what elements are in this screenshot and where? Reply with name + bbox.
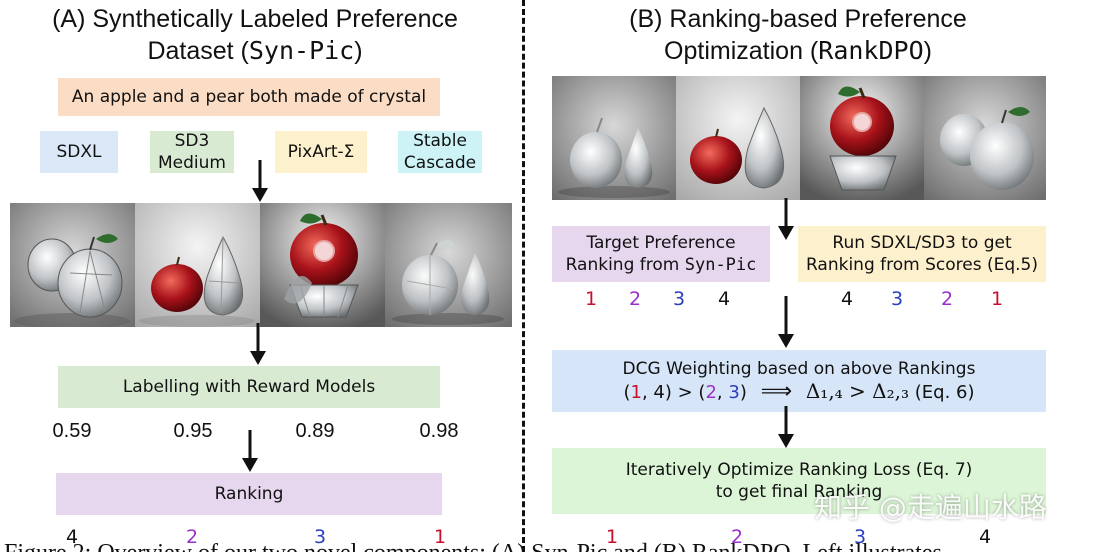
target-line2-code: Syn-Pic [684, 255, 757, 275]
model-pixart-label: PixArt-Σ [287, 142, 355, 162]
dcg-mid: , 4) > ( [641, 382, 706, 403]
left-title-line1: (A) Synthetically Labeled Preference [52, 5, 458, 33]
left-rank-0: 4 [65, 526, 79, 548]
final-rank-1: 2 [730, 526, 744, 548]
model-sd3-line2: Medium [158, 153, 226, 173]
run-rank-1: 3 [890, 288, 904, 310]
dcg-math: Δ₁,₄ > Δ₂,₃ [805, 379, 910, 403]
dcg-line1: DCG Weighting based on above Rankings [622, 359, 976, 379]
run-line1: Run SDXL/SD3 to get [832, 233, 1012, 253]
image-r1-crystal-pair [552, 76, 676, 200]
left-title-code: Syn-Pic [248, 36, 355, 65]
model-cascade-line1: Stable [413, 131, 467, 151]
arrow-images-to-rankings [778, 198, 794, 240]
left-title: (A) Synthetically Labeled Preference Dat… [0, 4, 510, 67]
image-sd3-apple-pear [135, 203, 260, 327]
opt-line2: to get final Ranking [715, 482, 883, 502]
right-image-strip [552, 76, 1046, 200]
ranking-box: Ranking [56, 473, 442, 515]
target-rank-3: 4 [717, 288, 731, 310]
prompt-text: An apple and a pear both made of crystal [71, 87, 427, 107]
figure-caption: Figure 2: Overview of our two novel comp… [4, 540, 1114, 552]
target-line1: Target Preference [586, 233, 736, 253]
right-title-prefix: Optimization ( [664, 37, 819, 65]
image-r2-apple-pear [676, 76, 800, 200]
left-title-suffix: ) [354, 37, 363, 65]
dcg-paren-open: ( [623, 382, 631, 403]
target-line2: Ranking from Syn-Pic [566, 254, 757, 276]
arrow-dcg-to-optimize [778, 406, 794, 448]
dcg-paren-close: ) [739, 382, 747, 403]
left-rank-2: 3 [313, 526, 327, 548]
right-title-code: RankDPO [818, 36, 924, 65]
right-title-suffix: ) [923, 37, 932, 65]
dcg-two: 2 [705, 382, 717, 403]
opt-line1: Iteratively Optimize Ranking Loss (Eq. 7… [625, 460, 973, 480]
right-title-line1: (B) Ranking-based Preference [629, 5, 967, 33]
watermark: 知乎 @走遍山水路 [814, 491, 1047, 524]
score-cascade: 0.98 [419, 420, 459, 442]
dcg-implies: ⟹ [760, 379, 793, 404]
left-title-line2: Dataset (Syn-Pic) [0, 35, 510, 67]
target-rank-1: 2 [628, 288, 642, 310]
run-rank-3: 1 [990, 288, 1004, 310]
labelling-box: Labelling with Reward Models [58, 366, 440, 408]
model-sd3-line1: SD3 [174, 131, 210, 151]
model-sdxl-label: SDXL [56, 142, 102, 162]
run-rank-2: 2 [940, 288, 954, 310]
left-title-prefix: Dataset ( [147, 37, 249, 65]
arrow-images-to-labelling [250, 323, 266, 365]
left-rank-1: 2 [185, 526, 199, 548]
left-rank-3: 1 [433, 526, 447, 548]
model-sdxl: SDXL [40, 131, 118, 173]
section-divider [522, 0, 525, 552]
image-pixart-apple-bowl [260, 203, 385, 327]
right-title-line2: Optimization (RankDPO) [538, 35, 1058, 67]
target-line2-prefix: Ranking from [565, 255, 685, 275]
optimize-ranking-box: Iteratively Optimize Ranking Loss (Eq. 7… [552, 448, 1046, 514]
arrow-rankings-to-dcg [778, 296, 794, 348]
target-rank-2: 3 [672, 288, 686, 310]
labelling-text: Labelling with Reward Models [122, 377, 376, 397]
dcg-three: 3 [728, 382, 740, 403]
arrow-labelling-to-ranking [242, 430, 258, 472]
ranking-text: Ranking [214, 484, 284, 504]
run-line2: Ranking from Scores (Eq.5) [805, 255, 1039, 275]
final-rank-0: 1 [605, 526, 619, 548]
left-image-strip [10, 203, 512, 327]
run-rank-0: 4 [840, 288, 854, 310]
dcg-line2: (1, 4) > (2, 3) ⟹ Δ₁,₄ > Δ₂,₃ (Eq. 6) [624, 380, 975, 404]
dcg-comma: , [716, 382, 729, 403]
dcg-eq: (Eq. 6) [914, 382, 975, 403]
image-cascade-crystal-pair [385, 203, 512, 327]
right-title: (B) Ranking-based Preference Optimizatio… [538, 4, 1058, 67]
image-sdxl-crystal-apples [10, 203, 135, 327]
dcg-weighting-box: DCG Weighting based on above Rankings (1… [552, 350, 1046, 412]
image-r4-crystal-apples [924, 76, 1046, 200]
target-rank-0: 1 [584, 288, 598, 310]
score-pixart: 0.89 [295, 420, 335, 442]
score-sd3: 0.95 [173, 420, 213, 442]
run-sdxl-sd3-box: Run SDXL/SD3 to get Ranking from Scores … [798, 226, 1046, 282]
target-preference-box: Target Preference Ranking from Syn-Pic [552, 226, 770, 282]
figure-caption-text: Figure 2: Overview of our two novel comp… [4, 540, 942, 552]
final-rank-3: 4 [978, 526, 992, 548]
model-cascade-line2: Cascade [403, 153, 477, 173]
score-sdxl: 0.59 [52, 420, 92, 442]
image-r3-apple-bowl [800, 76, 924, 200]
final-rank-2: 3 [853, 526, 867, 548]
arrow-models-to-images [252, 160, 268, 202]
prompt-box: An apple and a pear both made of crystal [58, 78, 440, 116]
dcg-one: 1 [630, 382, 642, 403]
model-pixart-sigma: PixArt-Σ [275, 131, 367, 173]
